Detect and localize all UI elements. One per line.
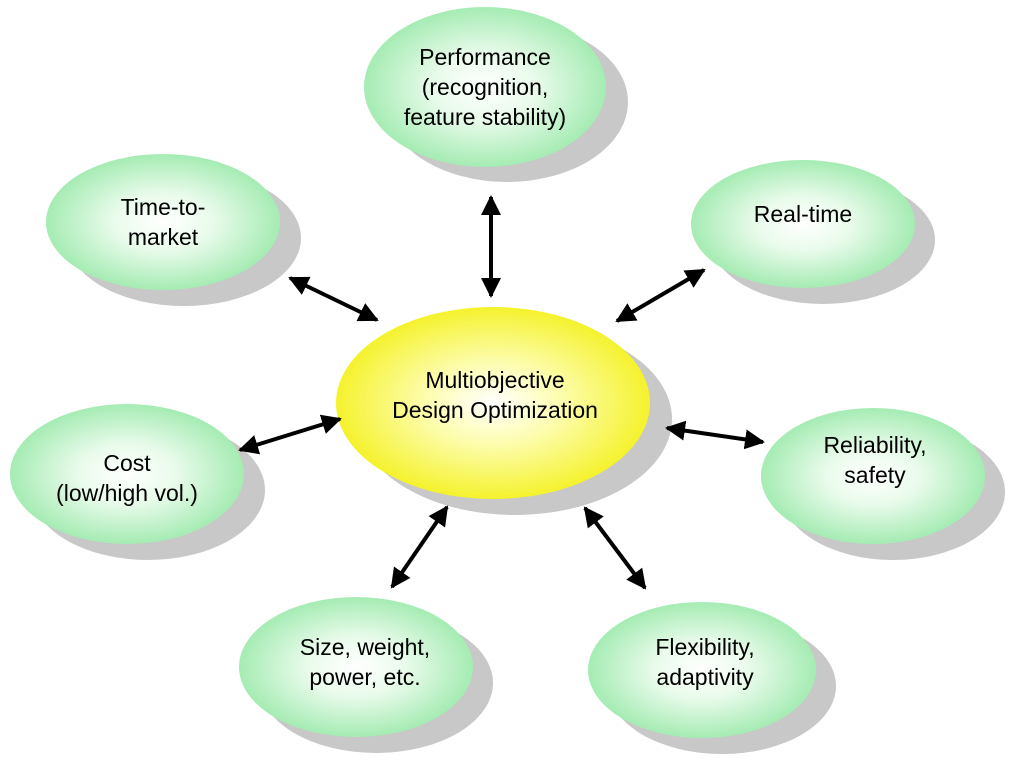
size-ellipse: [239, 597, 473, 737]
arrow-time-to-market: [288, 276, 379, 322]
size-label: Size, weight, power, etc.: [300, 632, 430, 692]
real-time-label-line-1: Real-time: [753, 201, 853, 227]
reliability-node: Reliability, safety: [770, 410, 980, 510]
cost-node: Cost (low/high vol.): [20, 428, 234, 528]
center-label-line-1: Multiobjective: [425, 367, 565, 393]
arrow-flexibility: [583, 506, 647, 590]
flexibility-label: Flexibility, adaptivity: [655, 632, 754, 692]
flexibility-label-line-2: adaptivity: [656, 664, 754, 690]
size-label-line-2: power, etc.: [309, 664, 421, 690]
real-time-ellipse: [691, 160, 915, 288]
arrow-cost: [238, 414, 342, 455]
reliability-label: Reliability, safety: [823, 430, 926, 490]
reliability-ellipse: [761, 408, 985, 544]
arrow-reliability: [665, 420, 765, 450]
time-to-market-ellipse: [46, 154, 280, 290]
performance-node: Performance (recognition, feature stabilit…: [370, 27, 600, 147]
arrow-real-time: [615, 268, 706, 323]
performance-label-line-2: (recognition,: [421, 74, 549, 100]
flexibility-label-line-1: Flexibility,: [655, 634, 755, 660]
center-ellipse: [336, 307, 650, 499]
time-to-market-node: Time-to-market: [56, 172, 270, 272]
time-to-market-label-line-1: Time-to-: [120, 194, 206, 220]
real-time-node: Real-time: [698, 189, 908, 239]
cost-ellipse: [10, 404, 244, 544]
real-time-label: Real-time: [754, 199, 852, 229]
arrow-size: [390, 505, 449, 589]
cost-label-line-2: (low/high vol.): [56, 480, 198, 506]
size-label-line-1: Size, weight,: [299, 634, 431, 660]
cost-label: Cost (low/high vol.): [56, 448, 198, 508]
flexibility-ellipse: [588, 602, 816, 738]
flexibility-node: Flexibility, adaptivity: [598, 612, 812, 712]
cost-label-line-1: Cost: [103, 450, 151, 476]
performance-label-line-1: Performance: [419, 44, 551, 70]
performance-label-line-3: feature stability): [403, 104, 567, 130]
performance-ellipse: [364, 7, 606, 167]
reliability-label-line-2: safety: [844, 462, 906, 488]
center-label-line-2: Design Optimization: [392, 397, 598, 423]
time-to-market-label: Time-to-market: [121, 192, 206, 252]
time-to-market-label-line-2: market: [127, 224, 199, 250]
reliability-label-line-1: Reliability,: [823, 432, 927, 458]
size-node: Size, weight, power, etc.: [258, 612, 472, 712]
performance-label: Performance (recognition, feature stabilit…: [404, 42, 566, 132]
